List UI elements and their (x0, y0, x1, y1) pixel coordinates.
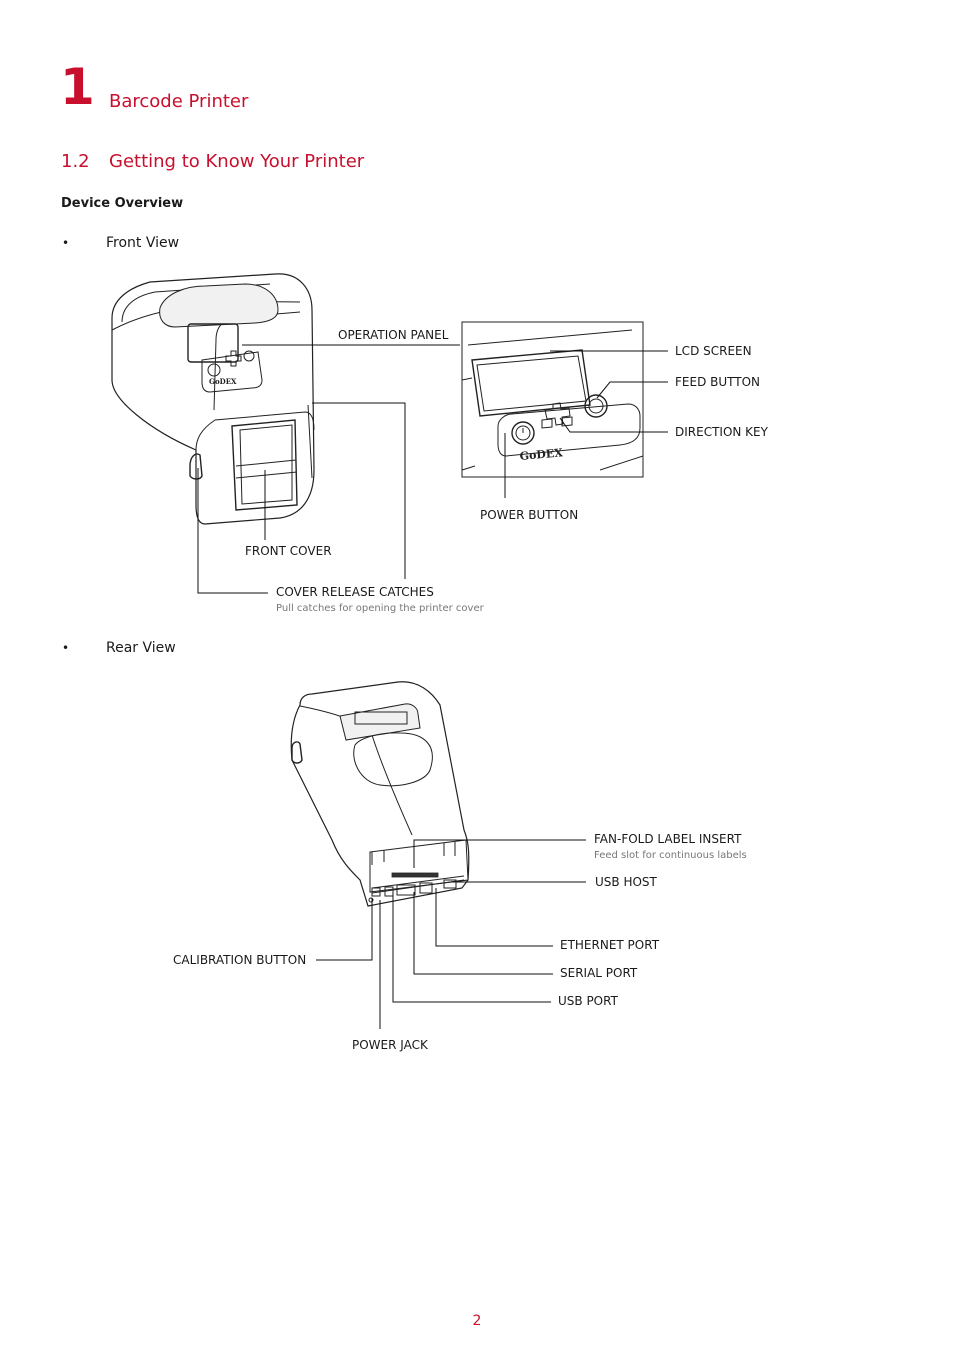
callout-cover-release-catches: COVER RELEASE CATCHES (276, 585, 434, 599)
callout-fan-fold-label-insert: FAN-FOLD LABEL INSERT (594, 832, 742, 846)
callout-serial-port: SERIAL PORT (560, 966, 638, 980)
operation-panel-inset: GoDEX (461, 321, 644, 478)
chapter-number: 1 (60, 58, 95, 116)
callout-direction-key: DIRECTION KEY (675, 425, 768, 439)
inset-panel-logo: GoDEX (519, 446, 564, 463)
callout-lcd-screen: LCD SCREEN (675, 344, 752, 358)
rear-view-bullet: • (62, 641, 70, 655)
chapter-title: Barcode Printer (109, 91, 249, 112)
front-panel-logo: GoDEX (209, 377, 237, 386)
section-title: Getting to Know Your Printer (109, 151, 365, 172)
front-printer-illustration: GoDEX (111, 273, 315, 525)
callout-front-cover: FRONT COVER (245, 544, 332, 558)
rear-view-label: Rear View (106, 640, 176, 656)
callout-ethernet-port: ETHERNET PORT (560, 938, 660, 952)
section-number: 1.2 (61, 151, 90, 172)
callout-usb-port: USB PORT (558, 994, 618, 1008)
callout-feed-button: FEED BUTTON (675, 375, 761, 389)
cover-release-note: Pull catches for opening the printer cov… (276, 603, 484, 614)
front-leader-lines (197, 344, 668, 594)
rear-leader-lines (316, 839, 586, 1029)
callout-power-button: POWER BUTTON (480, 508, 579, 522)
front-view-label: Front View (106, 235, 180, 251)
callout-power-jack: POWER JACK (352, 1038, 428, 1052)
callout-calibration-button: CALIBRATION BUTTON (173, 953, 307, 967)
device-overview-heading: Device Overview (61, 196, 184, 211)
page-number: 2 (472, 1313, 482, 1329)
front-view-bullet: • (62, 236, 70, 250)
fan-fold-note: Feed slot for continuous labels (594, 850, 747, 861)
rear-printer-illustration (290, 681, 470, 907)
callout-operation-panel: OPERATION PANEL (338, 328, 449, 342)
callout-usb-host: USB HOST (595, 875, 657, 889)
